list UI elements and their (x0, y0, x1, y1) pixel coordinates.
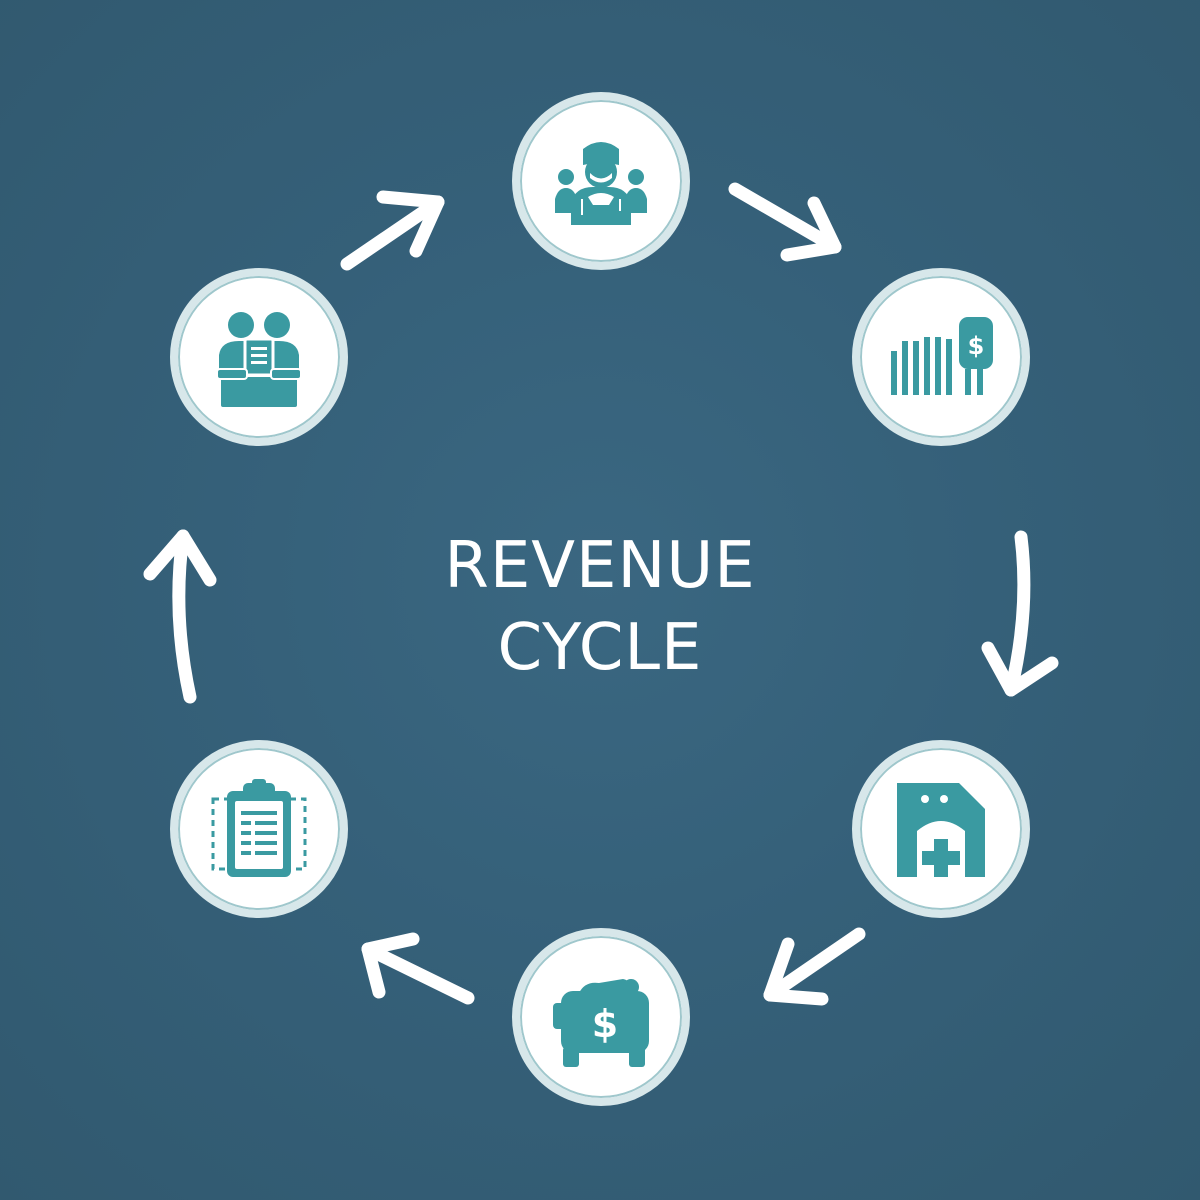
node-hospital-claims (852, 740, 1030, 918)
arrow-upper-right-to-lower-right (981, 530, 1059, 697)
node-payments: $ (512, 928, 690, 1106)
diagram-title: REVENUE CYCLE (350, 525, 850, 689)
clipboard-icon (211, 779, 307, 877)
node-staff (512, 92, 690, 270)
node-documentation (170, 740, 348, 918)
staff-icon (555, 142, 647, 225)
arrow-bottom-to-lower-left (361, 932, 475, 1005)
arrow-top-to-upper-right (728, 182, 842, 262)
bar-chart-dollar-icon: $ (891, 317, 993, 395)
arrow-upper-left-to-top (340, 190, 445, 271)
diagram-title-line-1: REVENUE (444, 529, 756, 603)
diagram-title-line-2: CYCLE (497, 611, 703, 685)
node-billing-analytics: $ (852, 268, 1030, 446)
arrow-lower-left-to-upper-left (143, 529, 217, 704)
money-wallet-dollar-icon: $ (553, 979, 649, 1067)
hospital-document-icon (897, 783, 985, 877)
svg-text:$: $ (968, 332, 985, 360)
node-patient-registration (170, 268, 348, 446)
patients-desk-icon (216, 312, 302, 407)
arrow-lower-right-to-bottom (763, 927, 866, 1006)
svg-text:$: $ (592, 1002, 618, 1046)
